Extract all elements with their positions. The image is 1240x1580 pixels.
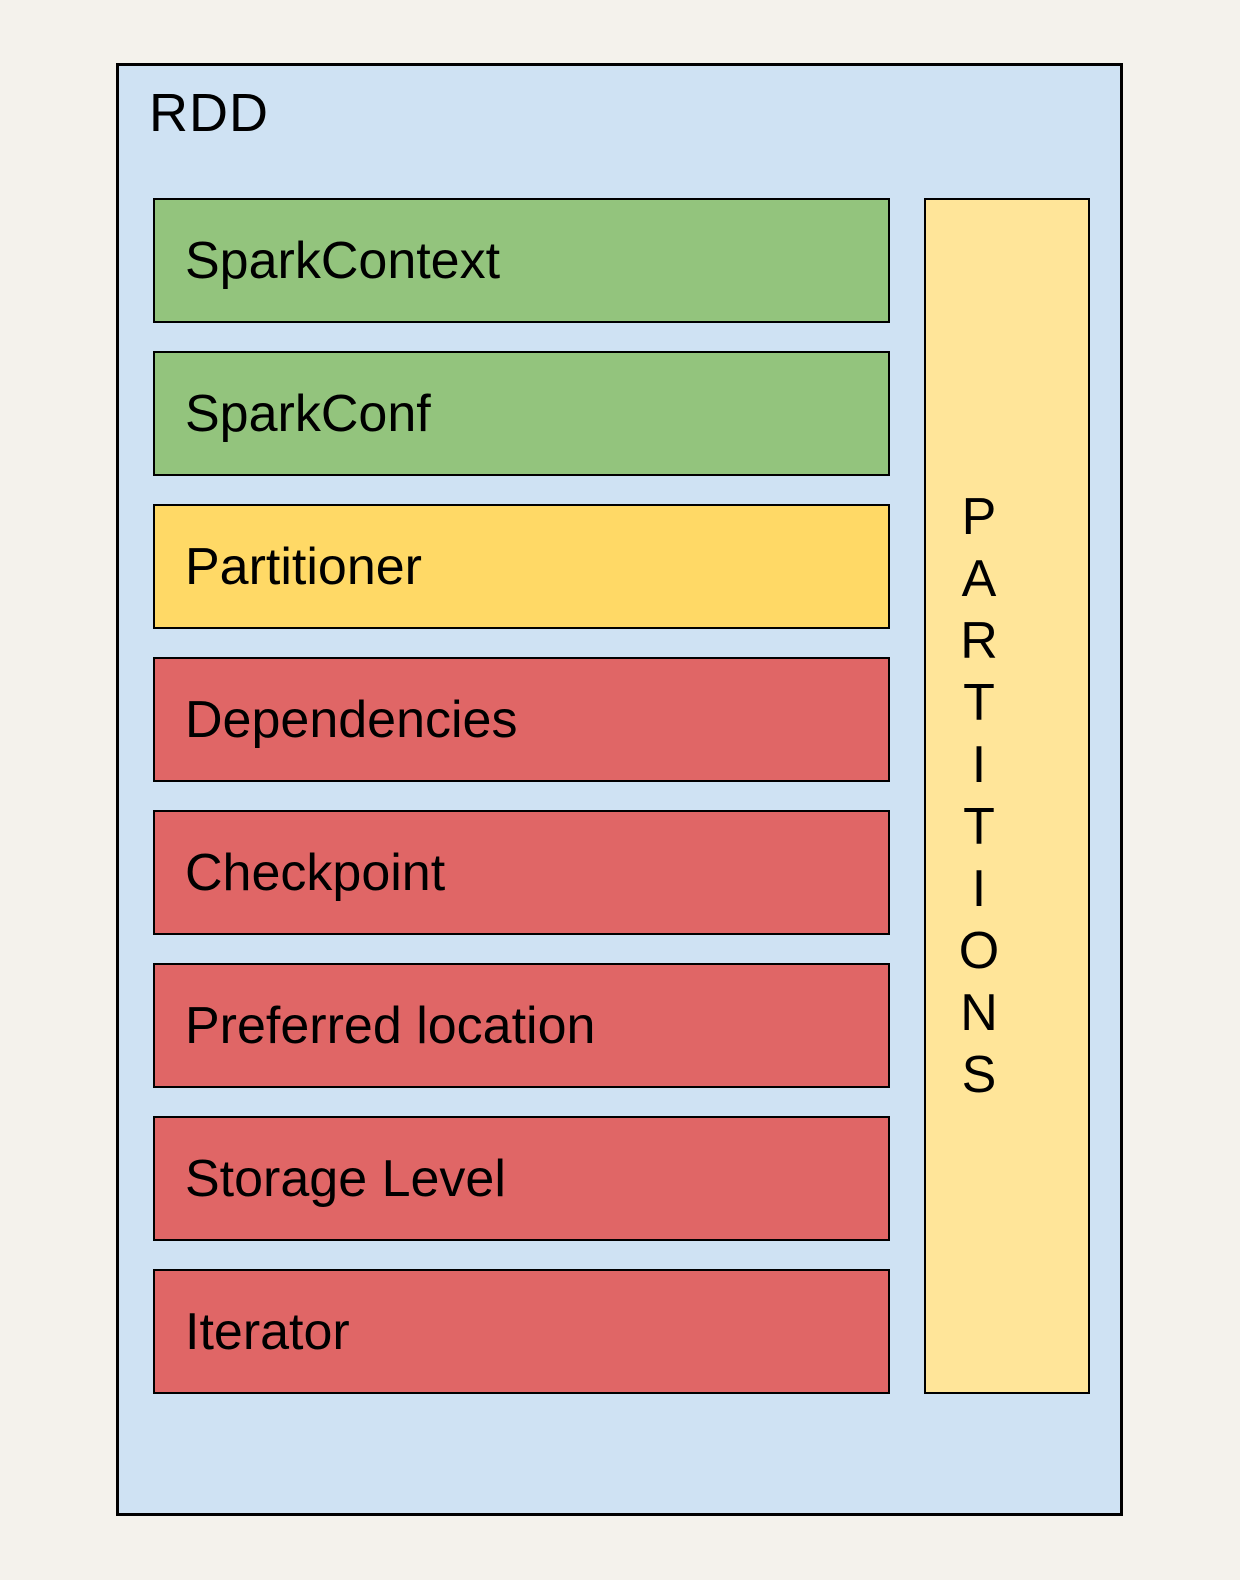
attr-box-label: Iterator: [185, 1302, 350, 1361]
rdd-title: RDD: [149, 83, 269, 143]
attr-box-iterator: Iterator: [153, 1269, 890, 1394]
attr-box-sparkconf: SparkConf: [153, 351, 890, 476]
attr-box-label: Partitioner: [185, 537, 422, 596]
attr-box-dependencies: Dependencies: [153, 657, 890, 782]
partitions-letter: N: [960, 984, 998, 1042]
attr-box-storage-level: Storage Level: [153, 1116, 890, 1241]
partitions-letter: T: [963, 798, 995, 856]
attr-box-sparkcontext: SparkContext: [153, 198, 890, 323]
attr-box-preferred-location: Preferred location: [153, 963, 890, 1088]
partitions-letter: O: [958, 922, 1000, 980]
partitions-letter: P: [961, 488, 997, 546]
attr-box-label: Storage Level: [185, 1149, 506, 1208]
partitions-letter: T: [963, 674, 995, 732]
partitions-letter: R: [960, 612, 998, 670]
attr-box-label: Preferred location: [185, 996, 596, 1055]
attr-box-label: Checkpoint: [185, 843, 446, 902]
attr-box-label: SparkContext: [185, 231, 501, 290]
partitions-letter: S: [961, 1046, 997, 1104]
partitions-letter: I: [971, 736, 987, 794]
partitions-letter: A: [961, 550, 997, 608]
partitions-letter: I: [971, 860, 987, 918]
attr-box-label: SparkConf: [185, 384, 431, 443]
attr-box-checkpoint: Checkpoint: [153, 810, 890, 935]
attr-box-partitioner: Partitioner: [153, 504, 890, 629]
attr-box-label: Dependencies: [185, 690, 518, 749]
